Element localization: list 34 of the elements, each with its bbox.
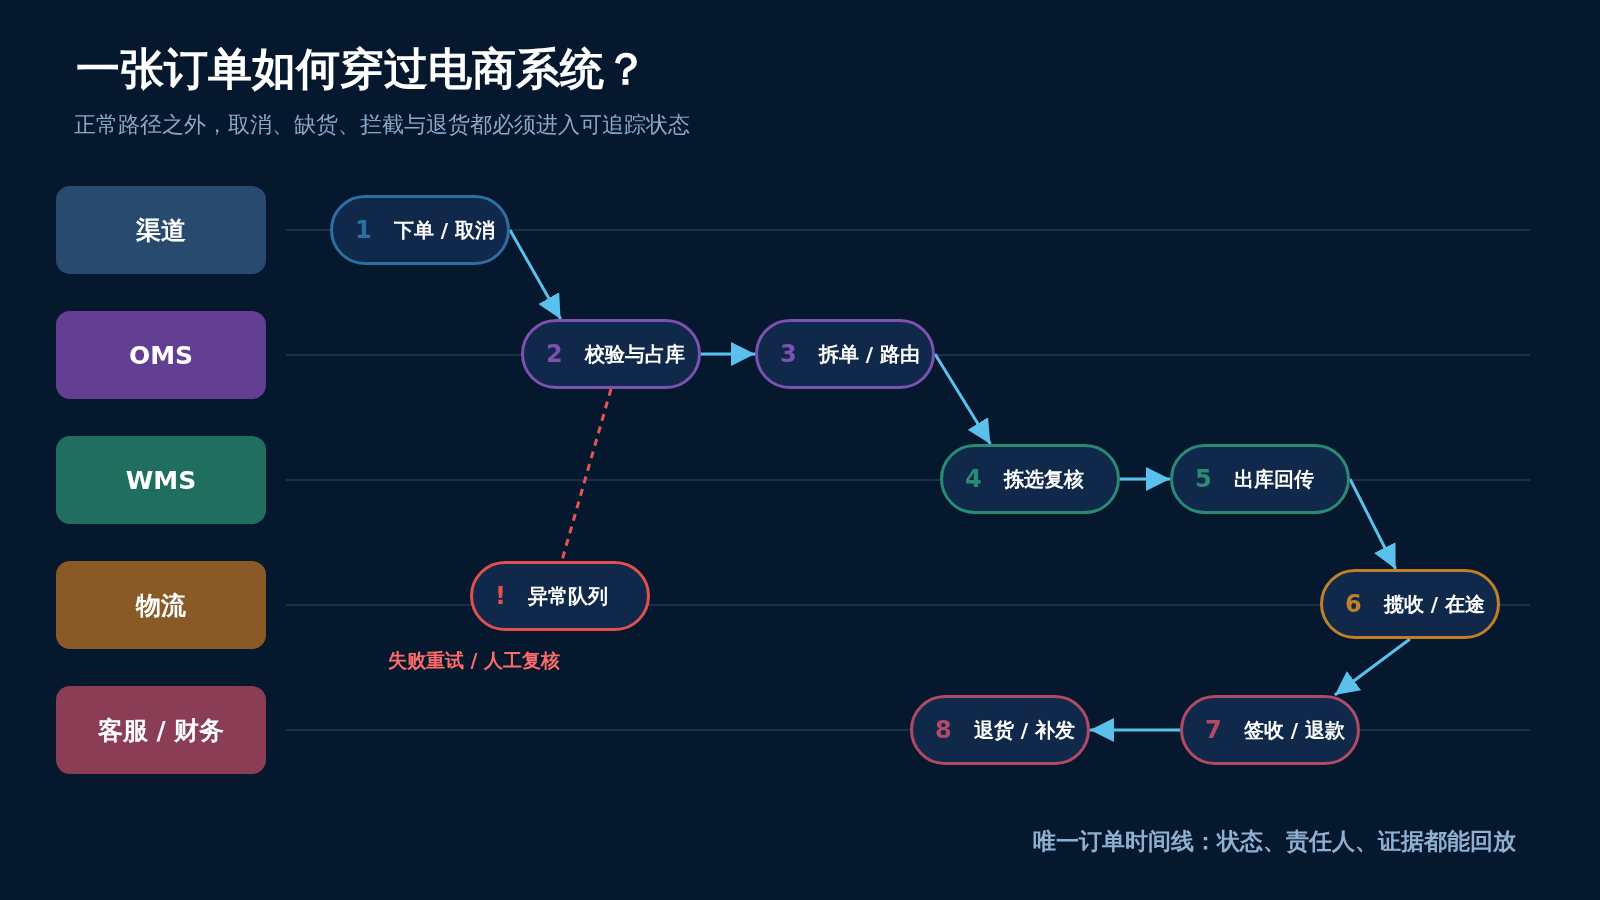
step-number: 2: [546, 340, 563, 368]
note-text: 失败重试 / 人工复核: [388, 648, 561, 673]
step-number: 5: [1195, 465, 1212, 493]
step-label: 下单 / 取消: [393, 216, 495, 244]
arrow: [701, 342, 755, 366]
footer-note: 唯一订单时间线：状态、责任人、证据都能回放: [1033, 827, 1516, 856]
step-number: 6: [1345, 590, 1362, 618]
step-label: 拣选复核: [1003, 465, 1084, 493]
lane-label: OMS: [56, 311, 266, 399]
step-label: 揽收 / 在途: [1383, 590, 1485, 618]
title: 一张订单如何穿过电商系统？: [76, 42, 648, 96]
step-number: 8: [935, 716, 952, 744]
lane-label: 物流: [56, 561, 266, 649]
arrow: [1333, 637, 1411, 697]
arrow: [933, 353, 992, 445]
step-label: 签收 / 退款: [1243, 716, 1345, 744]
step-label: 校验与占库: [584, 340, 685, 368]
subtitle: 正常路径之外，取消、缺货、拦截与退货都必须进入可追踪状态: [74, 111, 690, 139]
step-number: 3: [780, 340, 797, 368]
arrow: [1348, 478, 1397, 570]
arrow: [1090, 718, 1180, 742]
step-number: 1: [355, 216, 372, 244]
arrow: [508, 229, 562, 320]
step-number: 7: [1205, 716, 1222, 744]
step-number: !: [495, 582, 506, 610]
lane-label: 客服 / 财务: [56, 686, 266, 774]
step-label: 异常队列: [527, 582, 608, 610]
step-label: 拆单 / 路由: [818, 340, 920, 368]
step-label: 出库回传: [1233, 465, 1314, 493]
lane-label: 渠道: [56, 186, 266, 274]
arrow: [1120, 467, 1170, 491]
step-number: 4: [965, 465, 982, 493]
lane-label: WMS: [56, 436, 266, 524]
step-label: 退货 / 补发: [973, 716, 1075, 744]
